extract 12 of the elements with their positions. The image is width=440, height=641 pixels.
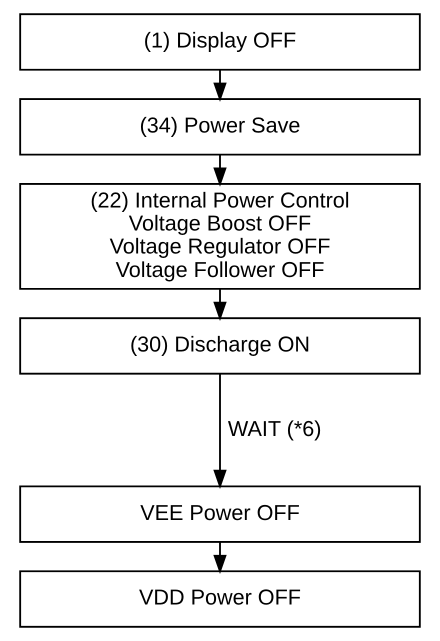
node-box: (34) Power Save [19,98,421,156]
arrow [213,70,227,102]
arrow [213,154,227,187]
arrow [213,289,227,321]
node-box: (1) Display OFF [19,13,421,71]
node-box: VDD Power OFF [19,570,421,628]
edge-label: WAIT (*6) [228,416,322,441]
arrow [213,374,227,489]
node-box: VEE Power OFF [19,485,421,543]
node-box: (30) Discharge ON [19,317,421,375]
node-box: (22) Internal Power Control Voltage Boost OFF Voltage Regulator OFF Voltage Follower OFF [19,183,421,290]
arrow [213,542,227,574]
